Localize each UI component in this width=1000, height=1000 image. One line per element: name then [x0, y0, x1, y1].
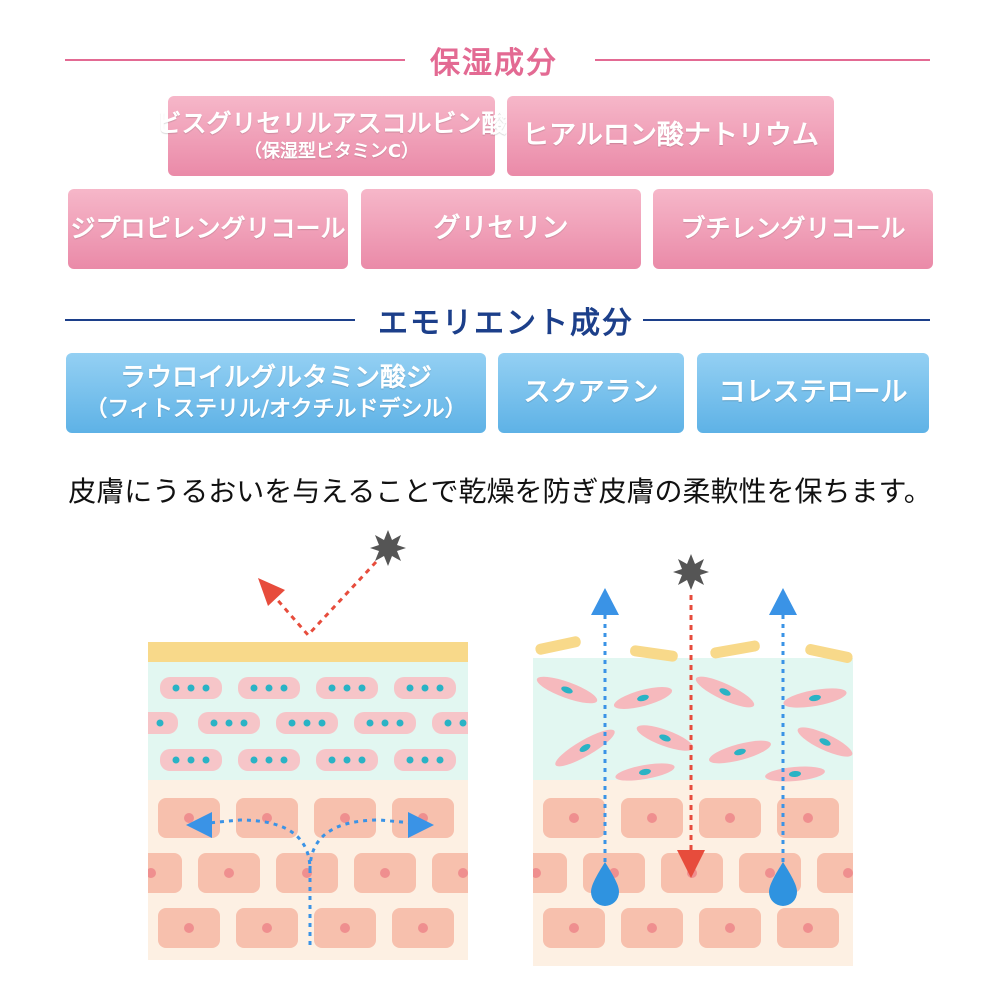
ingredient-sublabel: （保湿型ビタミンC）: [243, 140, 420, 162]
ingredient-sublabel: （フィトステリル/オクチルドデシル）: [85, 396, 467, 422]
arrow-icon: [408, 812, 434, 838]
ingredient-pill-lauroyl-glutamate: ラウロイルグルタミン酸ジ （フィトステリル/オクチルドデシル）: [66, 353, 486, 433]
ingredient-label: ビスグリセリルアスコルビン酸: [156, 108, 507, 138]
ingredient-label: コレステロール: [718, 377, 908, 409]
irritant-spark-icon: [673, 554, 709, 590]
moisturizing-title: 保湿成分: [430, 46, 558, 81]
arrow-icon: [769, 588, 797, 615]
arrow-icon: [591, 588, 619, 615]
dry-skin-illustration: [533, 554, 853, 966]
water-drop-icon: [769, 862, 797, 906]
ingredient-label: ヒアルロン酸ナトリウム: [522, 120, 819, 152]
emollient-divider-left: [65, 319, 355, 321]
ingredient-pill-cholesterol: コレステロール: [697, 353, 929, 433]
ingredient-pill-sodium-hyaluronate: ヒアルロン酸ナトリウム: [507, 96, 834, 176]
ingredient-label: ブチレングリコール: [680, 213, 906, 243]
ingredient-pill-bis-glyceryl-ascorbate: ビスグリセリルアスコルビン酸 （保湿型ビタミンC）: [157, 96, 507, 176]
sebum-layer: [148, 642, 468, 662]
ingredient-label: スクアラン: [523, 377, 659, 409]
emollient-divider-right: [643, 319, 930, 321]
ingredient-label: ジプロピレングリコール: [70, 213, 346, 243]
moisturizing-divider-right: [595, 59, 930, 61]
ingredient-pill-butylene-glycol: ブチレングリコール: [653, 189, 933, 269]
arrow-icon: [258, 578, 285, 606]
ingredient-pill-glycerin: グリセリン: [361, 189, 641, 269]
description-text: 皮膚にうるおいを与えることで乾燥を防ぎ皮膚の柔軟性を保ちます。: [68, 475, 932, 508]
deflect-arrow: [272, 560, 378, 638]
emollient-title: エモリエント成分: [378, 306, 634, 341]
irritant-spark-icon: [370, 530, 406, 566]
water-drop-icon: [591, 862, 619, 906]
ingredient-label: ラウロイルグルタミン酸ジ: [119, 362, 432, 393]
ingredient-label: グリセリン: [433, 213, 569, 245]
arrow-icon: [677, 850, 705, 878]
moisturizing-divider-left: [65, 59, 405, 61]
ingredient-pill-dipropylene-glycol: ジプロピレングリコール: [68, 189, 348, 269]
arrow-icon: [186, 812, 212, 838]
healthy-skin-illustration: [148, 530, 468, 960]
ingredient-pill-squalane: スクアラン: [498, 353, 684, 433]
